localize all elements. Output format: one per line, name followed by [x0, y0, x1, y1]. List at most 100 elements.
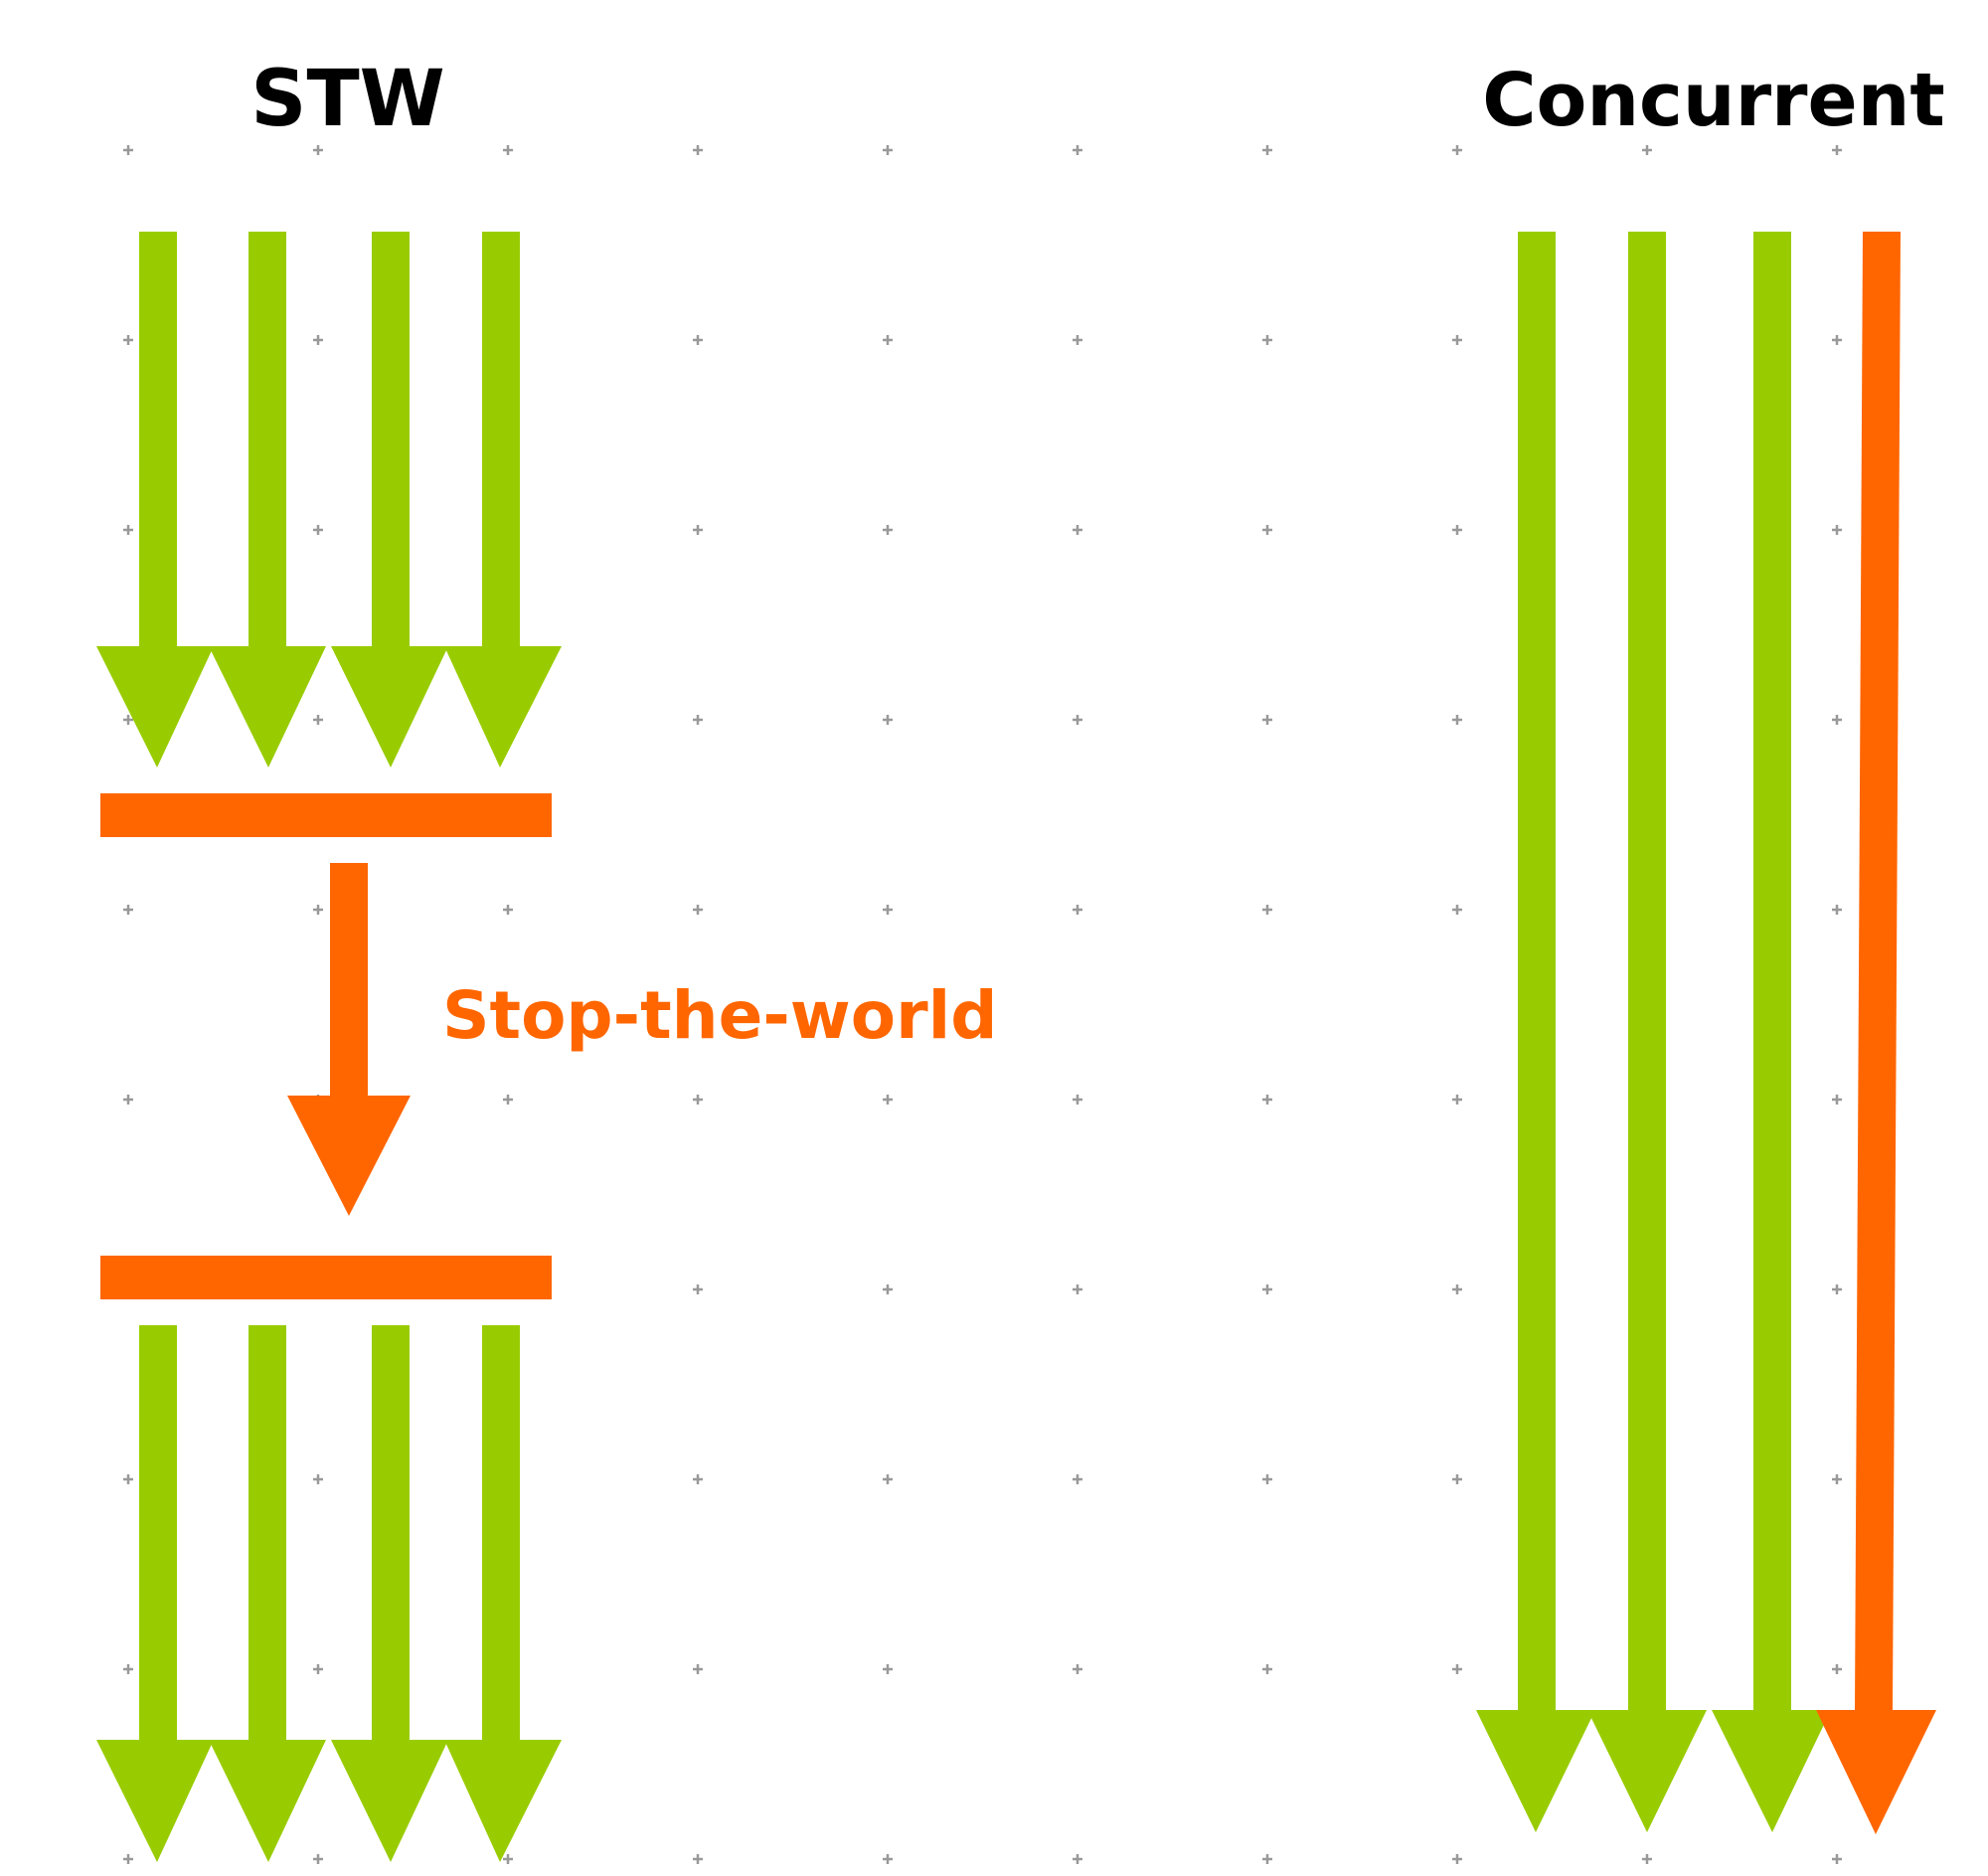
grid-dot: [1262, 1474, 1272, 1484]
stw-pre-thread-arrow-4: [444, 232, 562, 767]
grid-dot: [1262, 905, 1272, 915]
stw-pause-start-bar: [100, 793, 552, 837]
grid-dot: [123, 715, 133, 725]
grid-dot: [1452, 905, 1462, 915]
grid-dot: [1073, 525, 1082, 535]
grid-dot: [1832, 1854, 1842, 1864]
grid-dot: [693, 715, 703, 725]
grid-dot: [693, 905, 703, 915]
grid-dot: [1832, 1664, 1842, 1674]
concurrent-thread-arrow-1: [1476, 232, 1595, 1832]
grid-dot: [1073, 1284, 1082, 1294]
grid-dot: [313, 335, 323, 345]
grid-dot: [1832, 715, 1842, 725]
grid-dot: [1832, 1474, 1842, 1484]
grid-dot: [313, 145, 323, 155]
stw-pause-end-bar: [100, 1256, 552, 1299]
grid-dot: [1452, 1095, 1462, 1105]
grid-dot: [883, 145, 893, 155]
stw-post-thread-arrow-4: [444, 1325, 562, 1862]
grid-dot: [883, 335, 893, 345]
grid-dot: [123, 1664, 133, 1674]
stw-post-thread-arrow-1: [96, 1325, 214, 1862]
stw-post-thread-arrow-2: [209, 1325, 326, 1862]
grid-dot: [313, 525, 323, 535]
grid-dot: [313, 1664, 323, 1674]
stw-pre-thread-arrow-1: [96, 232, 214, 767]
concurrent-thread-arrow-2: [1587, 232, 1707, 1832]
grid-dot: [1262, 525, 1272, 535]
grid-dot: [503, 1095, 513, 1105]
grid-dot: [503, 1854, 513, 1864]
stw-post-pause-threads: [96, 1325, 562, 1862]
grid-dot: [693, 1854, 703, 1864]
grid-dot: [1262, 1854, 1272, 1864]
grid-dot: [693, 1095, 703, 1105]
grid-dot: [1832, 1095, 1842, 1105]
grid-dot: [123, 335, 133, 345]
grid-dot: [1073, 335, 1082, 345]
grid-dot: [1642, 145, 1652, 155]
grid-dot: [1073, 715, 1082, 725]
stw-pre-thread-arrow-2: [209, 232, 326, 767]
grid-dot: [1642, 1854, 1652, 1864]
grid-dot: [1832, 525, 1842, 535]
grid-dot: [693, 335, 703, 345]
grid-dot: [883, 525, 893, 535]
grid-dot: [1452, 715, 1462, 725]
concurrent-thread-arrow-3: [1712, 232, 1831, 1832]
grid-dot: [1452, 335, 1462, 345]
grid-dot: [1073, 905, 1082, 915]
grid-dot: [123, 905, 133, 915]
grid-dot: [693, 145, 703, 155]
stw-pre-pause-threads: [96, 232, 562, 767]
title-stw: STW: [250, 55, 444, 144]
grid-dot: [1452, 525, 1462, 535]
grid-dot: [313, 715, 323, 725]
grid-dot: [1262, 715, 1272, 725]
grid-dot: [693, 525, 703, 535]
grid-dot: [693, 1284, 703, 1294]
grid-dot: [1832, 145, 1842, 155]
grid-dot: [1073, 1854, 1082, 1864]
stw-post-thread-arrow-3: [331, 1325, 448, 1862]
grid-dot: [883, 1474, 893, 1484]
grid-dot: [1452, 145, 1462, 155]
stop-the-world-label: Stop-the-world: [442, 977, 998, 1054]
grid-dot: [123, 1095, 133, 1105]
grid-dot: [693, 1474, 703, 1484]
stop-the-world-arrow: [287, 863, 411, 1216]
grid-dot: [313, 1854, 323, 1864]
grid-dot: [123, 1854, 133, 1864]
title-concurrent: Concurrent: [1482, 58, 1945, 143]
grid-dot: [1452, 1474, 1462, 1484]
grid-dot: [1452, 1854, 1462, 1864]
grid-dot: [1262, 1095, 1272, 1105]
grid-dot: [1073, 1095, 1082, 1105]
grid-dot: [1262, 1664, 1272, 1674]
grid-dot: [1452, 1284, 1462, 1294]
grid-dot: [313, 1474, 323, 1484]
grid-dot: [883, 1095, 893, 1105]
concurrent-threads: [1476, 232, 1936, 1834]
grid-dot: [313, 905, 323, 915]
grid-dot: [1452, 1664, 1462, 1674]
grid-dot: [1832, 1284, 1842, 1294]
grid-dot: [1262, 335, 1272, 345]
grid-dot: [883, 715, 893, 725]
grid-dot: [883, 1664, 893, 1674]
grid-dot: [883, 1854, 893, 1864]
grid-dot: [1073, 1664, 1082, 1674]
grid-dot: [883, 1284, 893, 1294]
grid-dot: [503, 145, 513, 155]
grid-dot: [1073, 145, 1082, 155]
stw-pre-thread-arrow-3: [331, 232, 448, 767]
grid-dot: [123, 145, 133, 155]
concurrent-gc-thread-arrow: [1816, 232, 1936, 1834]
grid-dot: [1073, 1474, 1082, 1484]
grid-dot: [1832, 905, 1842, 915]
grid-dot: [693, 1664, 703, 1674]
grid-dot: [1262, 145, 1272, 155]
grid-dot: [1832, 335, 1842, 345]
